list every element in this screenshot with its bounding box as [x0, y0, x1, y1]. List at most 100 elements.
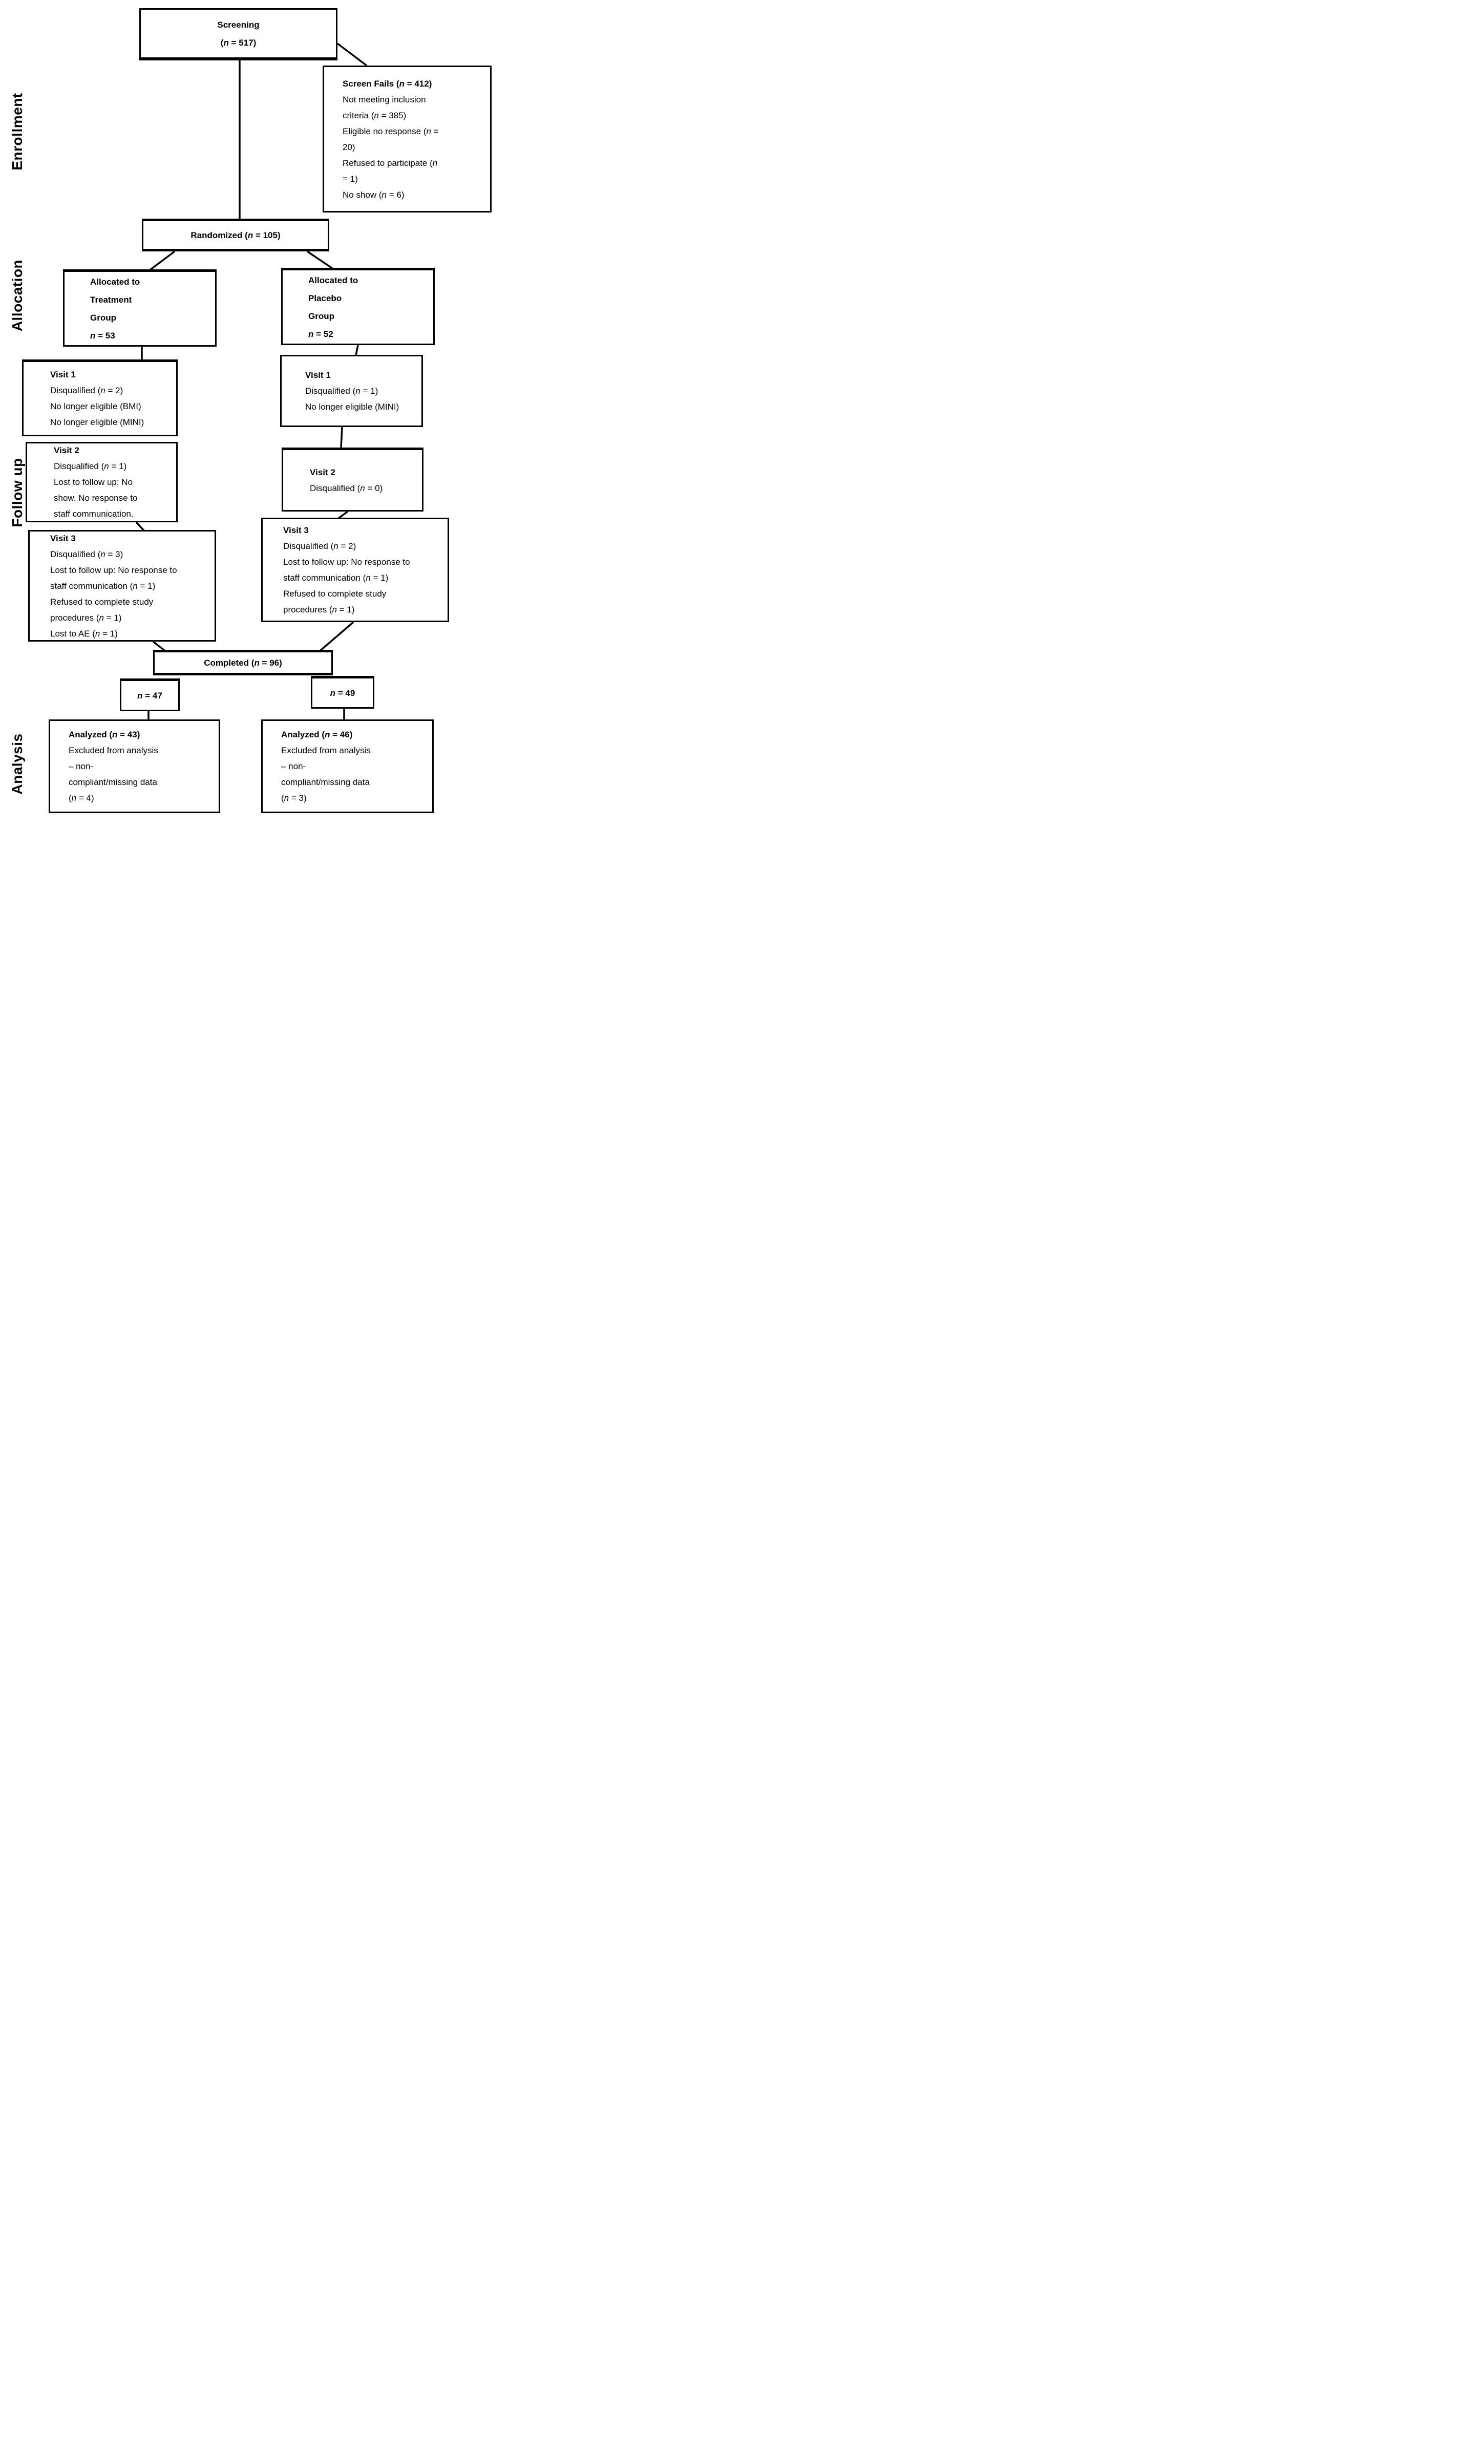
consort-flow-diagram: Enrollment Allocation Follow up Analysis… — [0, 0, 495, 821]
box-completed-text: Completed (n = 96) — [155, 655, 331, 671]
box-n47: n = 47 — [120, 678, 180, 711]
text-line: Disqualified (n = 1) — [305, 386, 378, 396]
text-line: Disqualified (n = 2) — [283, 541, 356, 551]
text-line: Randomized (n = 105) — [190, 230, 281, 240]
connector — [149, 250, 176, 271]
text-line: Excluded from analysis — [69, 746, 158, 755]
text-line: 20) — [343, 142, 355, 152]
box-visit2-placebo-text: Visit 2 Disqualified (n = 0) — [310, 464, 422, 496]
text-line: (n = 3) — [281, 793, 307, 803]
stage-label-allocation: Allocation — [9, 259, 25, 332]
stage-label-enrollment: Enrollment — [9, 93, 25, 171]
box-visit1-treatment: Visit 1 Disqualified (n = 2) No longer eli… — [22, 359, 178, 436]
text-line: compliant/missing data — [69, 777, 157, 787]
text-line: Refused to complete study — [50, 597, 154, 607]
box-screening-text: Screening (n = 517) — [141, 16, 336, 52]
connector — [135, 521, 145, 532]
text-line: staff communication. — [54, 509, 134, 519]
text-line: Lost to follow up: No response to — [283, 557, 410, 567]
box-analyzed-treatment-text: Analyzed (n = 43) Excluded from analysis –… — [69, 727, 219, 806]
text-line: (n = 517) — [220, 37, 257, 48]
connector — [340, 427, 343, 449]
box-visit1-placebo: Visit 1 Disqualified (n = 1) No longer eli… — [280, 355, 423, 427]
text-line: n = 49 — [330, 688, 355, 698]
connector — [336, 43, 368, 67]
text-line: Refused to participate (n — [343, 158, 438, 168]
text-line: Placebo — [308, 293, 342, 303]
box-analyzed-placebo: Analyzed (n = 46) Excluded from analysis –… — [261, 719, 434, 813]
box-visit3-placebo: Visit 3 Disqualified (n = 2) Lost to follo… — [261, 518, 449, 622]
box-visit2-treatment: Visit 2 Disqualified (n = 1) Lost to follo… — [26, 442, 178, 522]
text-line: = 1) — [343, 174, 358, 184]
text-line: Visit 2 — [54, 445, 79, 455]
text-line: Visit 2 — [310, 467, 335, 477]
text-line: Group — [90, 312, 116, 323]
text-line: n = 53 — [90, 330, 115, 341]
text-line: Visit 3 — [283, 525, 309, 535]
text-line: Disqualified (n = 0) — [310, 483, 383, 493]
box-visit3-treatment: Visit 3 Disqualified (n = 3) Lost to follo… — [28, 530, 216, 642]
text-line: Disqualified (n = 3) — [50, 549, 123, 559]
text-line: Treatment — [90, 294, 132, 305]
box-visit3-treatment-text: Visit 3 Disqualified (n = 3) Lost to follo… — [50, 530, 215, 642]
box-visit2-placebo: Visit 2 Disqualified (n = 0) — [282, 448, 423, 512]
text-line: Lost to follow up: No — [54, 477, 133, 487]
text-line: Screen Fails (n = 412) — [343, 78, 432, 89]
connector — [307, 250, 333, 269]
box-n47-text: n = 47 — [121, 688, 178, 704]
text-line: Lost to AE (n = 1) — [50, 628, 118, 639]
text-line: Screening — [217, 19, 260, 30]
text-line: No longer eligible (MINI) — [305, 402, 399, 412]
text-line: Analyzed (n = 46) — [281, 730, 353, 739]
text-line: Disqualified (n = 2) — [50, 386, 123, 395]
box-n49-text: n = 49 — [312, 685, 373, 701]
box-analyzed-treatment: Analyzed (n = 43) Excluded from analysis –… — [49, 719, 220, 813]
text-line: No show (n = 6) — [343, 189, 405, 200]
text-line: Group — [308, 311, 334, 321]
text-line: Visit 3 — [50, 533, 76, 543]
text-line: Refused to complete study — [283, 589, 387, 599]
box-analyzed-placebo-text: Analyzed (n = 46) Excluded from analysis –… — [281, 727, 432, 806]
box-visit1-treatment-text: Visit 1 Disqualified (n = 2) No longer eli… — [50, 367, 176, 430]
text-line: Visit 1 — [305, 370, 331, 380]
box-randomized-text: Randomized (n = 105) — [143, 227, 328, 243]
text-line: show. No response to — [54, 493, 138, 503]
text-line: Excluded from analysis — [281, 746, 371, 755]
text-line: Analyzed (n = 43) — [69, 730, 140, 739]
box-completed: Completed (n = 96) — [153, 650, 333, 675]
text-line: staff communication (n = 1) — [50, 581, 156, 591]
box-randomized: Randomized (n = 105) — [142, 219, 329, 251]
stage-label-analysis: Analysis — [9, 733, 25, 795]
text-line: Eligible no response (n = — [343, 126, 439, 136]
text-line: Visit 1 — [50, 370, 76, 379]
text-line: staff communication (n = 1) — [283, 573, 389, 583]
box-visit1-placebo-text: Visit 1 Disqualified (n = 1) No longer eli… — [305, 367, 421, 415]
text-line: Not meeting inclusion — [343, 94, 426, 104]
text-line: procedures (n = 1) — [50, 612, 122, 623]
connector — [355, 345, 359, 356]
box-visit3-placebo-text: Visit 3 Disqualified (n = 2) Lost to follo… — [283, 522, 448, 618]
box-screening: Screening (n = 517) — [139, 8, 337, 60]
text-line: (n = 4) — [69, 793, 94, 803]
text-line: n = 52 — [308, 329, 333, 339]
text-line: Completed (n = 96) — [204, 657, 282, 668]
text-line: Allocated to — [308, 275, 358, 285]
box-screen-fails: Screen Fails (n = 412) Not meeting inclus… — [323, 66, 492, 213]
text-line: – non- — [69, 761, 94, 771]
text-line: Lost to follow up: No response to — [50, 565, 177, 575]
text-line: Allocated to — [90, 277, 140, 287]
text-line: No longer eligible (MINI) — [50, 417, 144, 427]
box-visit2-treatment-text: Visit 2 Disqualified (n = 1) Lost to follo… — [54, 442, 176, 522]
text-line: n = 47 — [137, 690, 162, 700]
text-line: procedures (n = 1) — [283, 605, 355, 614]
box-screen-fails-text: Screen Fails (n = 412) Not meeting inclus… — [343, 76, 490, 203]
text-line: compliant/missing data — [281, 777, 370, 787]
text-line: criteria (n = 385) — [343, 110, 407, 120]
connector — [152, 641, 165, 651]
text-line: Disqualified (n = 1) — [54, 461, 127, 471]
text-line: – non- — [281, 761, 306, 771]
